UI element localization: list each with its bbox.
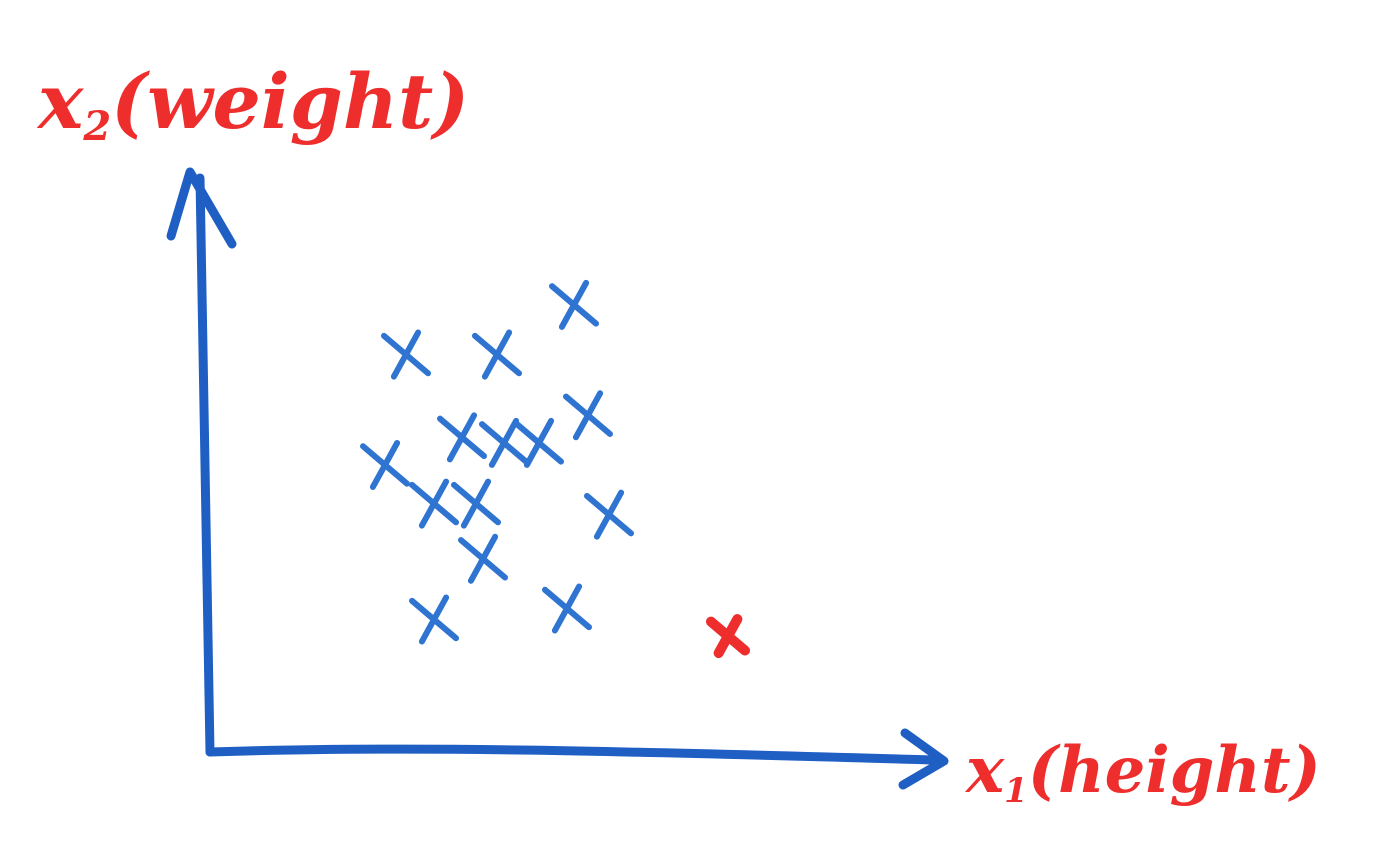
- y-axis-label: x2(weight): [36, 57, 469, 150]
- y-axis-line: [195, 173, 215, 757]
- x-stroke: [523, 417, 555, 468]
- y-axis-label-var: x: [36, 57, 85, 146]
- x-stroke: [572, 390, 604, 441]
- data-point: [458, 533, 508, 584]
- x-stroke: [551, 583, 583, 634]
- data-point: [563, 390, 613, 441]
- x-axis-line: [205, 744, 940, 765]
- x-axis-label-var: x: [964, 733, 1005, 808]
- x-axis-label: x1(height): [964, 733, 1321, 811]
- x-stroke: [713, 614, 743, 659]
- y-axis-label-text: (weight): [111, 57, 469, 146]
- data-point: [409, 478, 459, 529]
- x-stroke: [369, 439, 401, 490]
- data-points: [360, 279, 750, 659]
- data-point: [549, 279, 599, 330]
- data-point: [360, 439, 410, 490]
- data-point: [451, 478, 501, 529]
- x-axis-label-sub: 1: [1004, 771, 1028, 811]
- x-stroke: [418, 594, 450, 645]
- x-stroke: [390, 329, 422, 380]
- data-point: [472, 329, 522, 380]
- x-stroke: [418, 478, 450, 529]
- x-axis: [205, 728, 949, 790]
- data-point: [514, 417, 564, 468]
- data-point: [479, 417, 529, 468]
- x-stroke: [460, 478, 492, 529]
- x-stroke: [593, 489, 625, 540]
- x-axis-label-text: (height): [1028, 733, 1321, 808]
- data-point: [381, 329, 431, 380]
- x-stroke: [488, 417, 520, 468]
- data-point: [542, 583, 592, 634]
- x-stroke: [446, 412, 478, 463]
- data-point: [437, 412, 487, 463]
- x-stroke: [481, 329, 513, 380]
- x-stroke: [467, 533, 499, 584]
- y-axis-label-sub: 2: [82, 103, 111, 150]
- y-axis-arrowhead: [166, 167, 237, 249]
- x-stroke: [558, 279, 590, 330]
- data-point: [409, 594, 459, 645]
- y-axis: [166, 167, 237, 757]
- x-axis-arrowhead: [898, 728, 949, 790]
- outlier-point: [706, 614, 750, 659]
- data-point: [584, 489, 634, 540]
